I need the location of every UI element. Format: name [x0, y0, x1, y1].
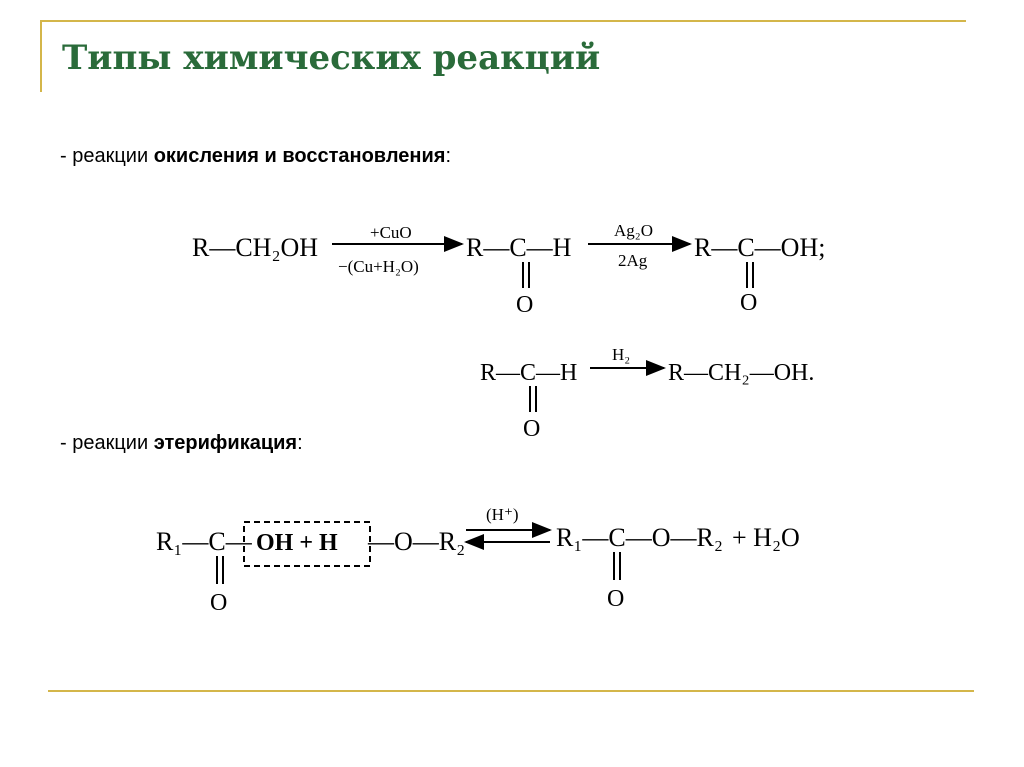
r3-boxed-group: OH + H	[256, 530, 338, 556]
reaction-reduction: R—C—H O H₂ R—CH₂—OH.	[480, 345, 814, 442]
section-redox-bold: окисления и восстановления	[153, 145, 446, 167]
r2-reactant: R—C—H	[480, 360, 577, 386]
r3-catalyst: (H⁺)	[486, 505, 519, 524]
section-ester-prefix: - реакции	[60, 432, 154, 454]
r1-reagent-2-above: Ag₂O	[614, 221, 653, 240]
section-ester-suffix: :	[297, 432, 303, 454]
r2-reagent-above: H₂	[612, 345, 630, 364]
r1-product-2: R—C—OH;	[694, 233, 825, 262]
reaction-esterification: R₁—C— OH + H —O—R₂ O (H⁺) R₁—C—O—R₂ + H₂…	[156, 505, 800, 616]
r1-product-1: R—C—H	[466, 233, 572, 262]
r1-reagent-below: −(Cu+H₂O)	[338, 257, 419, 276]
slide-title: Типы химических реакций	[62, 38, 601, 78]
section-redox: - реакции окисления и восстановления:	[60, 145, 451, 168]
bottom-rule	[48, 690, 974, 692]
section-ester-bold: этерификация	[153, 432, 298, 454]
r2-carbonyl-o: O	[523, 416, 540, 442]
r3-carbonyl-o-1: O	[210, 590, 227, 616]
r1-carbonyl-o-1: O	[516, 292, 533, 318]
r3-carbonyl-o-2: O	[607, 586, 624, 612]
section-esterification: - реакции этерификация:	[60, 432, 303, 455]
r1-reagent-above: +CuO	[370, 223, 412, 242]
left-rule	[40, 20, 42, 92]
r3-byproduct: + H₂O	[732, 523, 800, 552]
section-redox-prefix: - реакции	[60, 145, 154, 167]
r3-reactant: R₁—C—	[156, 527, 253, 556]
reaction-oxidation: R—CH₂OH +CuO −(Cu+H₂O) R—C—H O Ag₂O 2Ag …	[192, 221, 825, 318]
r2-product: R—CH₂—OH.	[668, 360, 814, 386]
r3-product: R₁—C—O—R₂	[556, 523, 723, 552]
r3-reactant-tail: —O—R₂	[367, 527, 465, 556]
top-rule	[40, 20, 966, 22]
r1-carbonyl-o-2: O	[740, 290, 757, 316]
section-redox-suffix: :	[445, 145, 452, 167]
r1-reactant: R—CH₂OH	[192, 233, 318, 262]
r1-reagent-2-below: 2Ag	[618, 251, 648, 270]
r3-dashed-box	[243, 521, 371, 567]
